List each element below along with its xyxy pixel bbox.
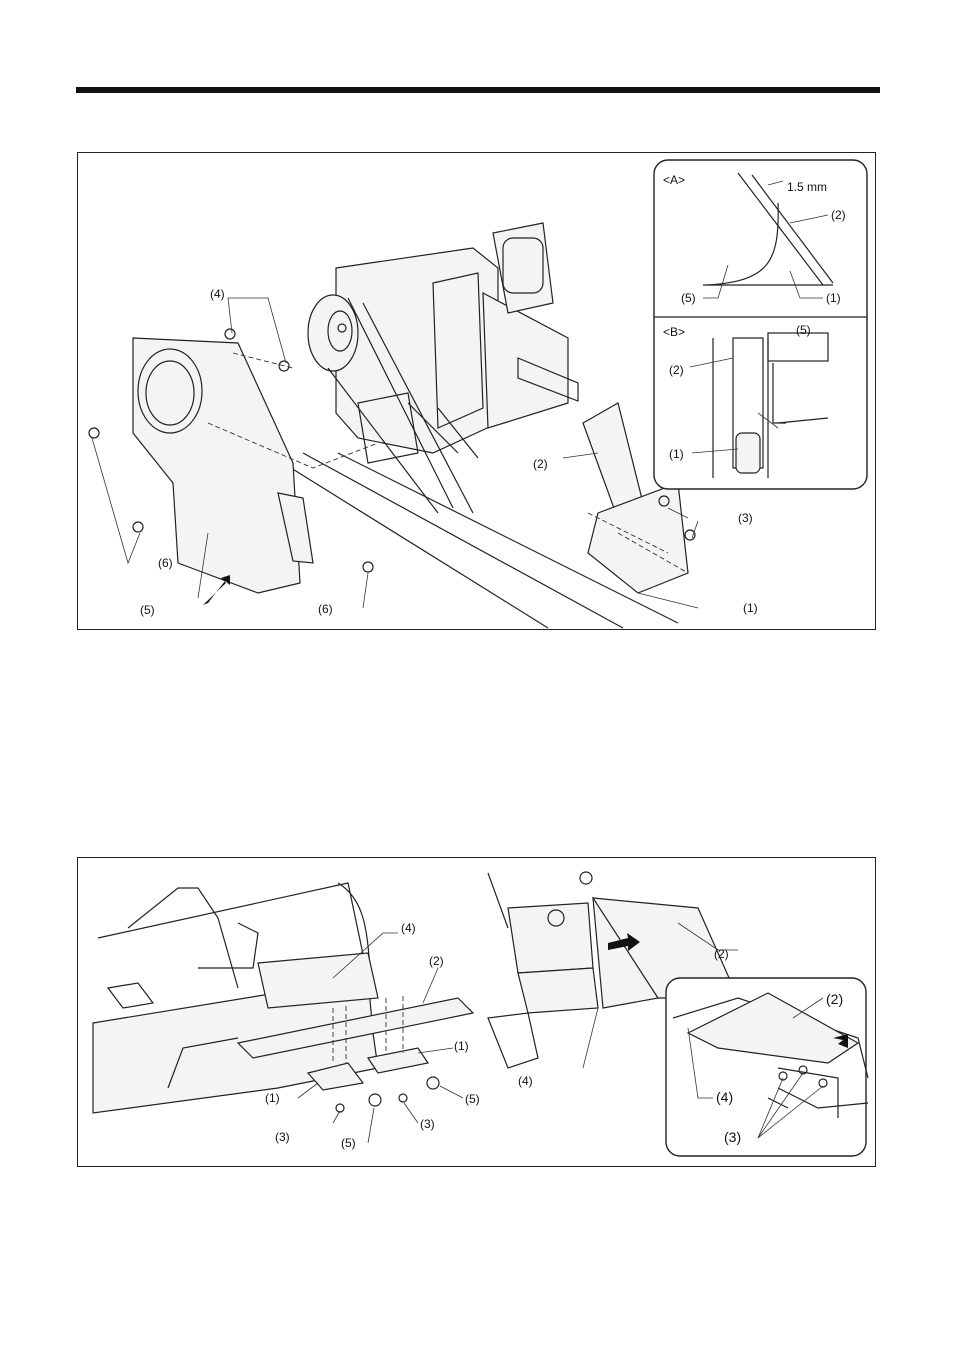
bracket-detail-inset: (2) (4) (3) <box>666 978 868 1156</box>
pulley <box>308 295 358 371</box>
fig1-label-2: (2) <box>533 457 548 471</box>
fig2-label-2-right: (2) <box>714 947 729 961</box>
figure-2-drawing: (4) (2) (1) (1) (3) (3) (5) (5) (4) (2) <box>78 858 875 1166</box>
detail-inset-panel: <A> 1.5 mm (2) (5) (1) <B> <box>654 160 867 489</box>
figure-1-drawing: (4) (6) (6) (5) (2) (3) (1) <A> 1.5 mm (… <box>78 153 875 629</box>
fig2-label-5-right: (5) <box>465 1092 480 1106</box>
inset-a-label-5: (5) <box>681 291 696 305</box>
inset-label-3: (3) <box>724 1129 741 1145</box>
inset-a-label-2: (2) <box>831 208 846 222</box>
fig1-label-1: (1) <box>743 601 758 615</box>
fig1-label-3: (3) <box>738 511 753 525</box>
fig2-label-1-left: (1) <box>265 1091 280 1105</box>
figure-bracket-installation: (4) (2) (1) (1) (3) (3) (5) (5) (4) (2) <box>77 857 876 1167</box>
inset-a-label-1: (1) <box>826 291 841 305</box>
fig2-label-1-right: (1) <box>454 1039 469 1053</box>
fig1-label-6-left: (6) <box>158 556 173 570</box>
inset-b-title: <B> <box>663 325 685 339</box>
header-rule <box>76 87 880 93</box>
inset-a-dimension: 1.5 mm <box>787 180 827 194</box>
fig2-label-3-right: (3) <box>420 1117 435 1131</box>
figure-cover-installation: (4) (6) (6) (5) (2) (3) (1) <A> 1.5 mm (… <box>77 152 876 630</box>
fig2-label-5-left: (5) <box>341 1136 356 1150</box>
fig1-label-6-bottom: (6) <box>318 602 333 616</box>
inset-b-label-5: (5) <box>796 323 811 337</box>
inset-label-4: (4) <box>716 1089 733 1105</box>
inset-b-label-1: (1) <box>669 447 684 461</box>
direction-arrow <box>203 575 230 605</box>
fig1-label-5: (5) <box>140 603 155 617</box>
inset-a-title: <A> <box>663 173 685 187</box>
fig2-label-2: (2) <box>429 954 444 968</box>
inset-label-2: (2) <box>826 991 843 1007</box>
inset-b-label-2: (2) <box>669 363 684 377</box>
fig2-label-3-left: (3) <box>275 1130 290 1144</box>
fig1-label-4: (4) <box>210 287 225 301</box>
fig2-label-4-right: (4) <box>518 1074 533 1088</box>
fig2-label-4: (4) <box>401 921 416 935</box>
